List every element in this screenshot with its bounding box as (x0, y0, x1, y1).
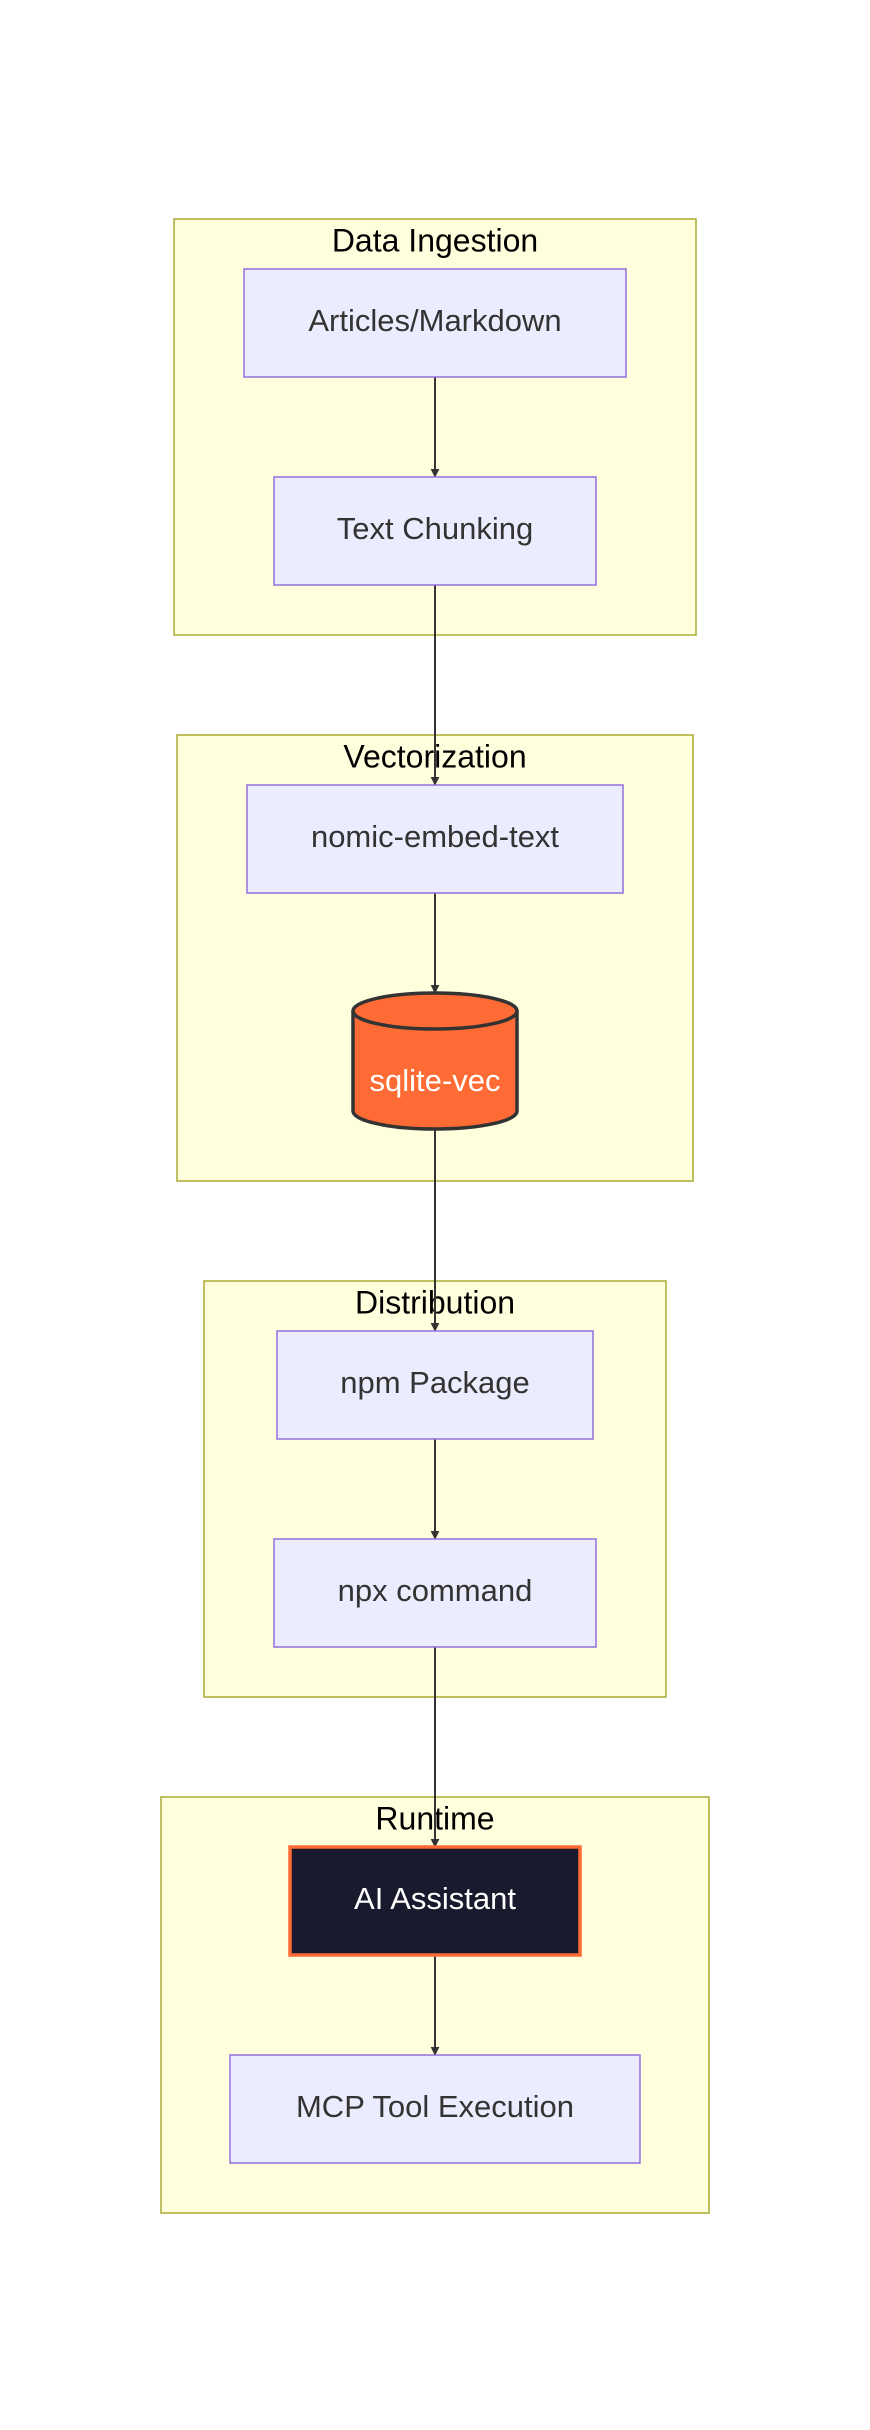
database-cylinder-icon (351, 991, 519, 1131)
node-nomic-embed-text: nomic-embed-text (246, 784, 624, 894)
node-label-mcp-tool-execution: MCP Tool Execution (296, 2089, 574, 2124)
node-npm-package: npm Package (276, 1330, 594, 1440)
node-label-articles-markdown: Articles/Markdown (308, 303, 561, 338)
node-mcp-tool-execution: MCP Tool Execution (229, 2054, 641, 2164)
node-label-npx-command: npx command (338, 1573, 533, 1608)
cluster-title-data-ingestion: Data Ingestion (332, 222, 538, 258)
node-label-npm-package: npm Package (340, 1365, 530, 1400)
node-label-nomic-embed-text: nomic-embed-text (311, 819, 559, 854)
node-label-text-chunking: Text Chunking (337, 511, 533, 546)
node-ai-assistant: AI Assistant (288, 1845, 582, 1957)
node-articles-markdown: Articles/Markdown (243, 268, 627, 378)
node-label-ai-assistant: AI Assistant (354, 1881, 516, 1916)
node-sqlite-vec: sqlite-vec (351, 991, 519, 1131)
node-text-chunking: Text Chunking (273, 476, 597, 586)
node-npx-command: npx command (273, 1538, 597, 1648)
node-label-sqlite-vec: sqlite-vec (370, 1063, 501, 1098)
